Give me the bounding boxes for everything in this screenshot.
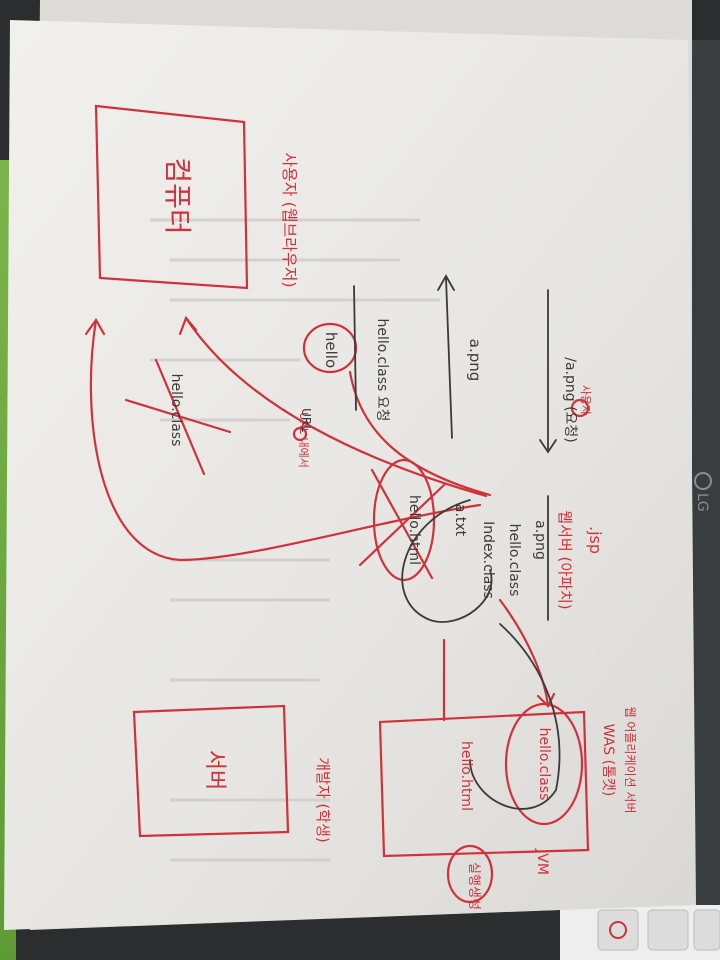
server-box <box>132 704 290 838</box>
file-hello-html-label: hello.html <box>406 495 422 565</box>
x-mark-right-b <box>358 483 446 567</box>
hello-class-crossed-label: hello.class <box>168 374 184 447</box>
jvm-label: JVM <box>534 848 550 875</box>
jvm-circle <box>504 702 584 826</box>
red-ink-drawings <box>84 104 590 904</box>
url-circle <box>292 426 308 442</box>
url-label: URL <box>299 408 313 432</box>
hello-circle <box>302 322 358 374</box>
response-arrow <box>445 277 453 439</box>
user-small-label: 사용자 <box>579 385 592 415</box>
hello-request-line <box>353 285 357 411</box>
was-hello-class-label: hello.class <box>536 728 552 801</box>
svg-text:LG: LG <box>694 493 710 512</box>
computer-label: 컴퓨터 <box>161 157 194 234</box>
execute-circle <box>446 844 494 904</box>
file-a-png-label: a.png <box>532 520 548 560</box>
arrow-to-was <box>498 598 550 708</box>
x-mark-left-b <box>154 358 206 476</box>
file-loop <box>401 499 493 623</box>
file-a-txt-label: a.txt <box>452 504 468 537</box>
black-ink-drawings <box>353 274 561 810</box>
user-browser-label: 사용자 (웹브라우저) <box>280 152 299 287</box>
jsp-label: .jsp <box>586 526 605 554</box>
a-png-response-label: a.png <box>466 339 484 382</box>
lg-logo: LG <box>694 472 712 512</box>
user-circle <box>570 398 590 418</box>
was-box <box>378 710 590 858</box>
red-text: 컴퓨터 사용자 (웹브라우저) 웹서버 (아파치) WAS (톰캣) 웹 어플리… <box>161 152 637 910</box>
file-hello-class-label: hello.class <box>506 524 522 597</box>
was-sub-label: 웹 어플리케이션 서버 <box>623 707 637 814</box>
arrow-to-user <box>184 316 488 498</box>
hello-html-circle <box>372 458 436 582</box>
arrow-back-to-computer <box>89 318 482 562</box>
hello-label: hello <box>322 332 340 368</box>
request-label: /a.png (요청) <box>562 357 578 443</box>
execute-label: 실행 <box>466 862 482 886</box>
file-index-class-label: Index.class <box>480 521 496 599</box>
generate-label: 생성 <box>466 886 481 910</box>
computer-box <box>94 104 249 290</box>
resource-server-label: 웹서버 (아파치) <box>556 510 574 609</box>
server-box-label: 서버 <box>202 750 227 790</box>
url-hello-label: URL 내에서 <box>297 412 310 468</box>
developer-label: 개발자 (학생) <box>314 757 332 842</box>
was-title-label: WAS (톰캣) <box>600 724 616 797</box>
jvm-loop <box>469 623 561 810</box>
hello-class-request-label: hello.class 요청 <box>374 319 390 422</box>
keyboard-corner <box>560 905 720 960</box>
black-text: /a.png (요청) a.png hello.class 요청 hello h… <box>168 319 578 599</box>
paper-sheet <box>4 20 696 930</box>
x-mark-left-a <box>124 398 232 434</box>
was-hello-html-label: hello.html <box>458 741 474 811</box>
